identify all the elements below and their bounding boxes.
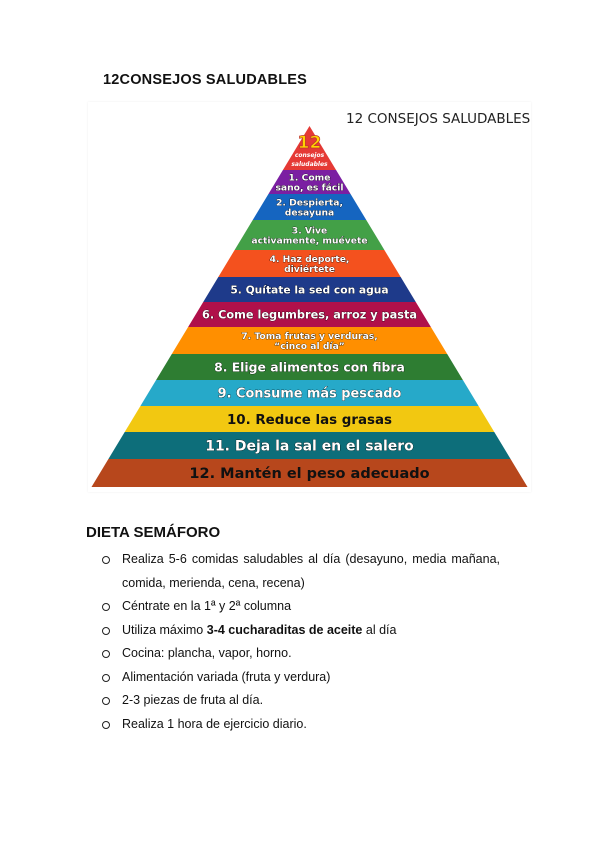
pyramid-band: [171, 327, 448, 354]
pyramid-band: [268, 170, 351, 194]
bullet-circle-icon: [102, 673, 110, 682]
pyramid-top: [282, 126, 337, 170]
pyramid-band: [218, 250, 401, 277]
list-item: Céntrate en la 1ª y 2ª columna: [100, 595, 500, 619]
pyramid-band-label: desayuna: [285, 207, 334, 218]
pyramid-band-label: 8. Elige alimentos con fibra: [214, 359, 405, 374]
list-item: Alimentación variada (fruta y verdura): [100, 666, 500, 690]
pyramid-band-label: 4. Haz deporte,: [270, 254, 350, 265]
page-title: 12CONSEJOS SALUDABLES: [103, 72, 308, 88]
pyramid-band-label: 12. Mantén el peso adecuado: [189, 466, 429, 482]
pyramid-band: [156, 354, 463, 380]
pyramid-band: [124, 406, 495, 432]
pyramid-band-label: 6. Come legumbres, arroz y pasta: [202, 309, 417, 322]
pyramid-top-number: 12: [298, 133, 322, 153]
pyramid-band-label: 2. Despierta,: [276, 197, 343, 208]
advice-list: Realiza 5-6 comidas saludables al día (d…: [100, 548, 500, 736]
pyramid-band-label: 7. Toma frutas y verduras,: [241, 331, 377, 342]
bullet-circle-icon: [102, 603, 110, 611]
pyramid-band-label: “cinco al día”: [274, 341, 345, 352]
pyramid-band: [234, 220, 385, 250]
bullet-circle-icon: [102, 720, 110, 729]
pyramid-band: [140, 380, 479, 406]
pyramid-band-label: sano, es fácil: [275, 182, 343, 193]
pyramid-top-label: saludables: [291, 161, 328, 168]
pyramid-band-label: activamente, muévete: [251, 235, 367, 246]
list-item: Realiza 1 hora de ejercicio diario.: [100, 713, 500, 737]
bullet-circle-icon: [102, 697, 110, 705]
pyramid-band: [108, 432, 511, 459]
pyramid-band-label: 1. Come: [289, 172, 331, 183]
list-item: Realiza 5-6 comidas saludables al día (d…: [100, 548, 500, 595]
bullet-circle-icon: [102, 556, 110, 564]
pyramid-band: [91, 459, 528, 487]
list-item: Utiliza máximo 3-4 cucharaditas de aceit…: [100, 619, 500, 643]
pyramid-band: [252, 194, 367, 220]
list-item: Cocina: plancha, vapor, horno.: [100, 642, 500, 666]
section-title: DIETA SEMÁFORO: [86, 524, 221, 541]
bullet-circle-icon: [102, 650, 110, 658]
pyramid-band-label: 9. Consume más pescado: [218, 387, 402, 402]
pyramid-band: [188, 302, 431, 327]
pyramid-top-label: consejos: [295, 152, 325, 159]
figure-title: 12 CONSEJOS SALUDABLES: [346, 111, 531, 127]
pyramid-band-label: 5. Quítate la sed con agua: [230, 283, 388, 296]
bullet-circle-icon: [102, 626, 110, 635]
pyramid-band-label: diviértete: [284, 264, 335, 275]
pyramid-band: [203, 277, 416, 302]
list-item: 2-3 piezas de fruta al día.: [100, 689, 500, 713]
pyramid-band-label: 3. Vive: [292, 225, 327, 236]
pyramid-band-label: 10. Reduce las grasas: [227, 413, 392, 428]
pyramid-band-label: 11. Deja la sal en el salero: [205, 439, 414, 455]
